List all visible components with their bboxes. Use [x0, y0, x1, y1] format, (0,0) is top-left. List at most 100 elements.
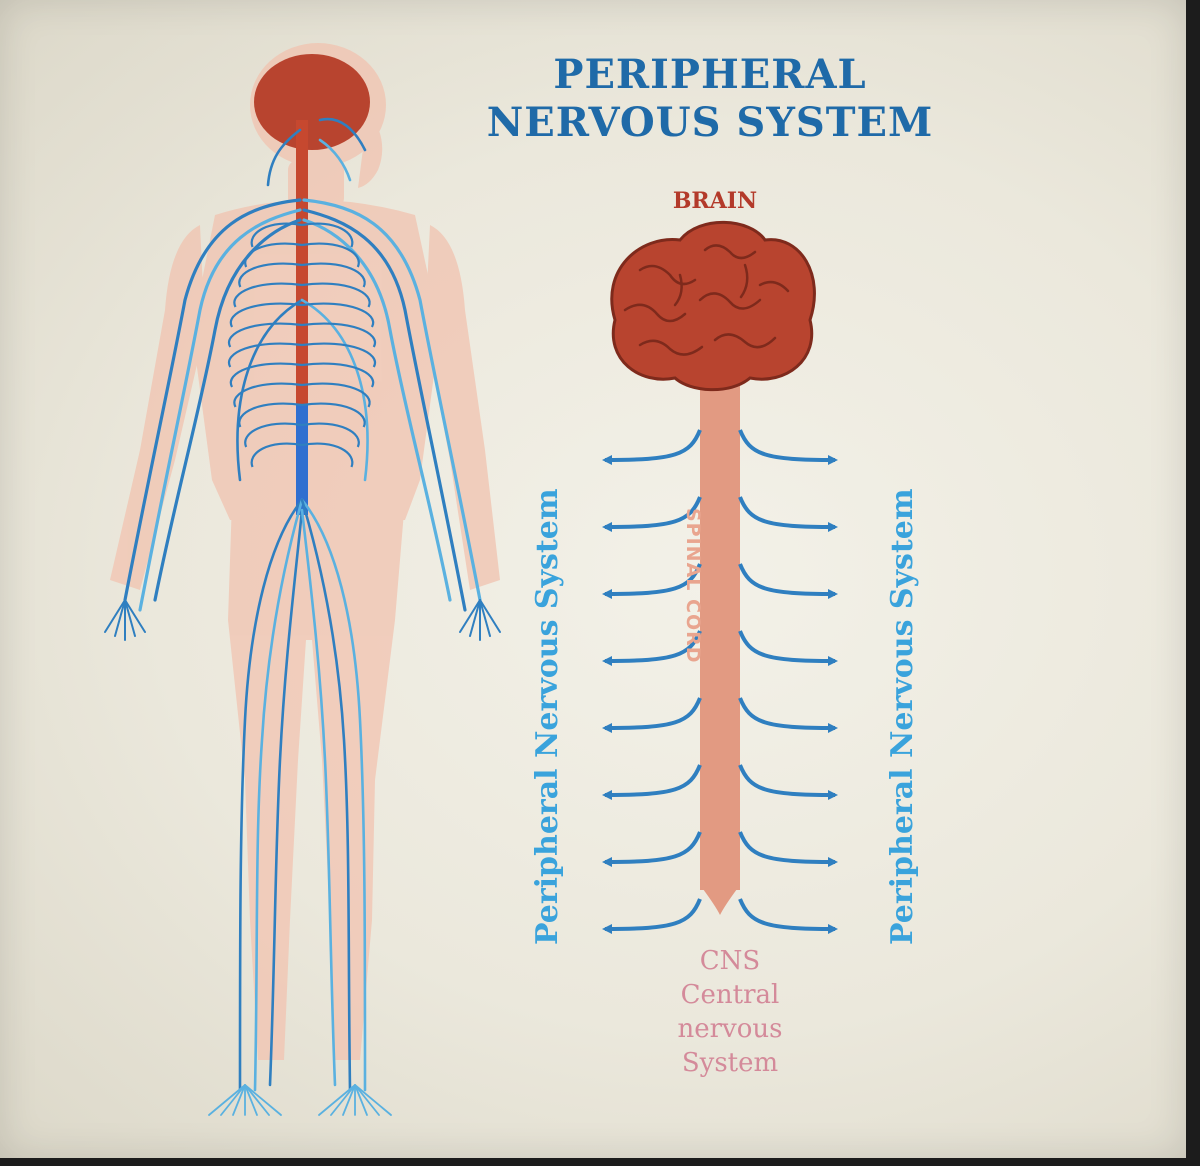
nerve-arrow-left	[602, 764, 702, 800]
nerve-arrow-right	[738, 831, 838, 867]
rib-nerve-left	[238, 402, 303, 428]
cns-label-abbrev: CNS	[699, 946, 761, 976]
rib-nerve-right	[301, 282, 371, 308]
figure-rib-nerves	[227, 222, 377, 468]
pns-label-right: Peripheral Nervous System	[885, 488, 920, 945]
nerve-path	[253, 498, 304, 1092]
cns-label-word-2: nervous	[677, 1014, 783, 1044]
foot-nerve	[244, 1084, 270, 1116]
rib-nerve-left	[229, 362, 303, 388]
title-line-1: PERIPHERAL	[553, 51, 867, 98]
figure-brain	[254, 54, 370, 150]
hand-nerve	[479, 599, 501, 633]
foot-nerve	[354, 1084, 380, 1116]
nerve-path	[300, 498, 367, 1092]
nerve-arrows	[602, 429, 838, 934]
rib-nerve-right	[301, 422, 360, 448]
nerve-path	[318, 117, 367, 152]
rib-nerve-left	[227, 322, 303, 348]
rib-nerve-left	[250, 222, 303, 248]
foot-nerve	[232, 1084, 246, 1116]
rib-nerve-left	[250, 442, 303, 468]
rib-nerve-left	[227, 342, 303, 368]
nerve-path	[300, 508, 337, 1087]
rib-nerve-left	[244, 422, 303, 448]
rib-nerve-left	[229, 302, 303, 328]
rib-nerve-right	[301, 262, 366, 288]
rib-nerve-right	[301, 302, 375, 328]
rib-nerve-right	[301, 382, 371, 408]
figure-lower-cord	[296, 405, 308, 515]
cns-schematic	[602, 220, 838, 934]
foot-nerve	[354, 1084, 368, 1116]
nerve-path	[266, 128, 302, 187]
hand-nerve	[459, 599, 481, 633]
rib-nerve-right	[301, 242, 360, 268]
foot-nerve	[244, 1084, 258, 1116]
rib-nerve-right	[301, 222, 354, 248]
nerve-arrow-left	[602, 630, 702, 666]
hand-nerve	[479, 599, 491, 637]
nerve-path	[236, 298, 304, 482]
nerve-arrow-left	[602, 831, 702, 867]
nerve-arrow-left	[602, 496, 702, 532]
foot-nerve	[354, 1084, 392, 1116]
spinal-cord	[700, 355, 740, 890]
foot-nerve	[318, 1084, 356, 1116]
human-nervous-system-figure	[104, 43, 501, 1116]
nerve-path	[138, 208, 302, 612]
hand-nerve	[124, 599, 136, 637]
spinal-cord-label: SPINAL CORD	[682, 508, 704, 664]
nerve-arrow-right	[738, 630, 838, 666]
brain-icon	[610, 220, 816, 392]
hand-nerve	[469, 599, 481, 637]
hand-nerve	[114, 599, 126, 637]
nerve-path	[238, 498, 304, 1092]
nerve-arrow-left	[602, 697, 702, 733]
nerve-path	[302, 198, 482, 602]
pns-label-left: Peripheral Nervous System	[530, 488, 565, 945]
nerve-arrow-right	[738, 563, 838, 599]
nerve-arrow-right	[738, 429, 838, 465]
rib-nerve-left	[238, 262, 303, 288]
nerve-arrow-right	[738, 496, 838, 532]
nerve-arrow-left	[602, 563, 702, 599]
hand-nerve	[104, 599, 126, 633]
foot-nerve	[342, 1084, 356, 1116]
rib-nerve-right	[301, 342, 377, 368]
foot-nerve	[220, 1084, 246, 1116]
foot-nerve	[330, 1084, 356, 1116]
rib-nerve-right	[301, 362, 375, 388]
nerve-arrow-right	[738, 697, 838, 733]
nerve-path	[300, 498, 352, 1092]
foot-nerve	[244, 1084, 282, 1116]
nerve-arrow-right	[738, 898, 838, 934]
rib-nerve-left	[233, 382, 303, 408]
spinal-cord-tip	[700, 885, 740, 915]
rib-nerve-left	[244, 242, 303, 268]
rib-nerve-right	[301, 322, 377, 348]
nerve-path	[123, 198, 302, 602]
nerve-path	[302, 208, 467, 612]
rib-nerve-left	[233, 282, 303, 308]
figure-nerves	[104, 117, 501, 1116]
nerve-path	[318, 138, 352, 182]
nerve-arrow-right	[738, 764, 838, 800]
nerve-path	[153, 218, 302, 602]
hand-nerve	[124, 599, 146, 633]
title-line-2: NERVOUS SYSTEM	[486, 99, 934, 146]
brain-label: BRAIN	[672, 188, 758, 214]
nerve-path	[268, 508, 304, 1087]
foot-nerve	[208, 1084, 246, 1116]
nerve-arrow-left	[602, 429, 702, 465]
rib-nerve-right	[301, 402, 366, 428]
rib-nerve-right	[301, 442, 354, 468]
nerve-path	[302, 218, 452, 602]
nerve-path	[300, 298, 369, 482]
cns-label-word-3: System	[681, 1048, 779, 1078]
cns-label-word-1: Central	[680, 980, 780, 1010]
nerve-arrow-left	[602, 898, 702, 934]
